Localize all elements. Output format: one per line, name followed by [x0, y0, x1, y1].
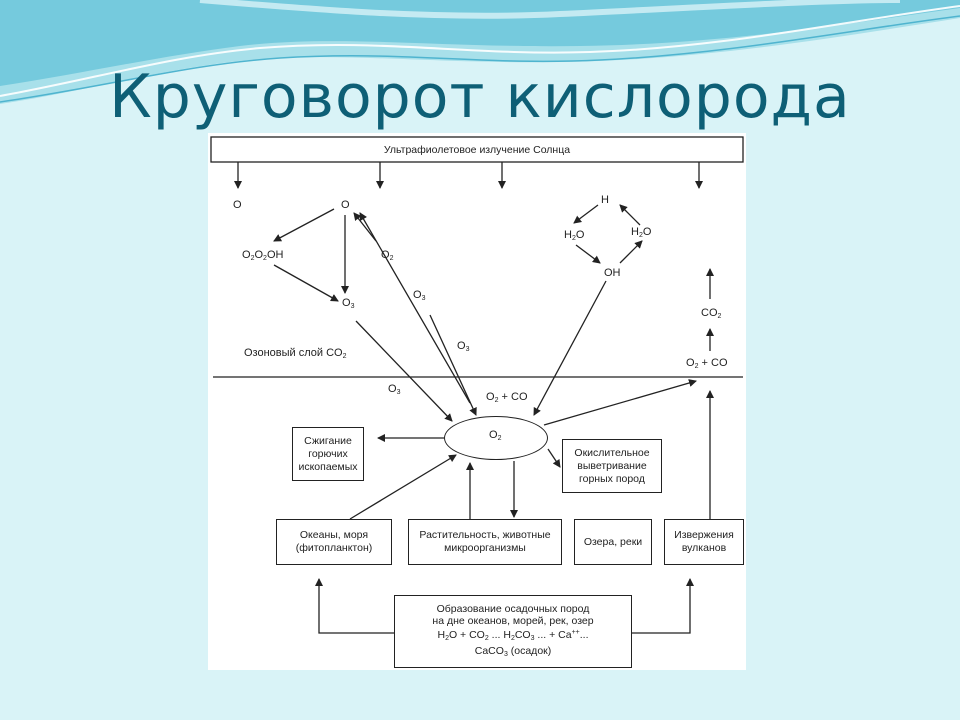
- uv-bar: [210, 136, 744, 163]
- arrow-o3-right-to-center: [429, 314, 477, 416]
- sediments-line-3: H2O + CO2 ... H2CO3 ... + Ca++...: [437, 628, 589, 642]
- label-co2-right: CO2: [701, 307, 722, 320]
- label-o-top: O: [341, 199, 350, 211]
- arrow-o2-to-o: [353, 212, 377, 242]
- box-volcanoes: Извержения вулканов: [664, 519, 744, 565]
- sediments-line-4: CaCO3 (осадок): [474, 644, 552, 658]
- arrow-oh-to-h2o-right: [619, 240, 643, 264]
- label-o-left: O: [233, 199, 242, 211]
- label-o2o2oh: O2O2OH: [242, 249, 284, 262]
- box-lakes: Озера, реки: [574, 519, 652, 565]
- arrow-o3-to-o: [359, 212, 471, 404]
- uv-bar-label: Ультрафиолетовое излучение Солнца: [383, 144, 571, 156]
- arrow-h2o-right-to-h: [619, 204, 641, 226]
- arrow-o2o2oh-to-o3: [273, 264, 339, 302]
- center-o2-ellipse: [444, 416, 548, 460]
- sediments-line-2: на дне океанов, морей, рек, озер: [432, 614, 594, 627]
- label-o3-arrow: O3: [413, 289, 426, 302]
- arrow-o3-left-to-center: [355, 320, 453, 422]
- arrow-sediments-to-oceans: [315, 578, 394, 634]
- diagram-lines: [210, 136, 744, 634]
- label-h: H: [601, 194, 609, 206]
- label-o2co-right: O2 + CO: [686, 357, 728, 370]
- arrow-center-to-weathering: [547, 448, 561, 468]
- label-o3-right: O3: [457, 340, 470, 353]
- box-weathering: Окислительное выветривание горных пород: [562, 439, 662, 493]
- box-oceans: Океаны, моря (фитопланктон): [276, 519, 392, 565]
- box-burning: Сжигание горючих ископаемых: [292, 427, 364, 481]
- arrow-sediments-to-volcanoes: [632, 578, 694, 634]
- arrow-h-to-h2o-left: [573, 204, 599, 224]
- arrow-oh-to-center: [533, 280, 607, 416]
- label-ozone-layer: Озоновый слой CO2: [244, 347, 347, 360]
- label-o2co-center: O2 + CO: [486, 391, 528, 404]
- label-center-o2: O2: [489, 429, 502, 442]
- sediments-line-1: Образование осадочных пород: [436, 602, 590, 615]
- slide-title: Круговорот кислорода: [109, 62, 851, 132]
- oxygen-cycle-diagram: Ультрафиолетовое излучение Солнца O O O2…: [208, 133, 746, 670]
- arrow-o-to-o2o2oh: [273, 208, 335, 242]
- box-vegetation: Растительность, животные микроорганизмы: [408, 519, 562, 565]
- label-h2o-left: H2O: [564, 229, 585, 242]
- arrow-h2o-left-to-oh: [575, 244, 601, 264]
- box-sediments: Образование осадочных пород на дне океан…: [394, 595, 632, 668]
- label-o3-bottom: O3: [388, 383, 401, 396]
- arrow-oceans-to-center: [349, 454, 457, 520]
- label-h2o-right: H2O: [631, 226, 652, 239]
- label-o3-lower: O3: [342, 297, 355, 310]
- label-oh: OH: [604, 267, 621, 279]
- arrow-center-to-o2co-right: [543, 379, 697, 426]
- label-o2-mid: O2: [381, 249, 394, 262]
